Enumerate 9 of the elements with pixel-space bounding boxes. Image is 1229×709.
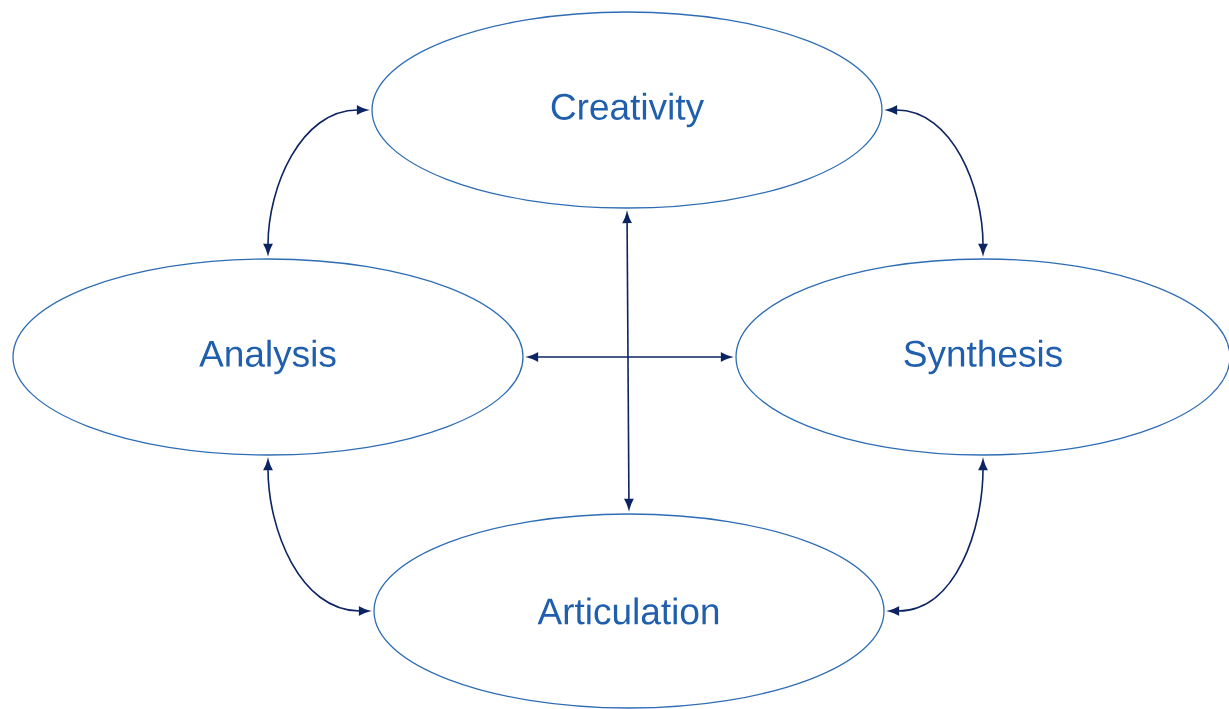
arrow (622, 212, 634, 510)
arrow (886, 105, 988, 255)
arrow (263, 105, 368, 255)
arrow (263, 459, 370, 616)
ellipse-node: Creativity (371, 11, 883, 209)
arrow (527, 352, 732, 362)
ellipse-node: Articulation (373, 513, 885, 709)
arrow (888, 459, 988, 616)
ellipse-node: Analysis (12, 258, 524, 456)
